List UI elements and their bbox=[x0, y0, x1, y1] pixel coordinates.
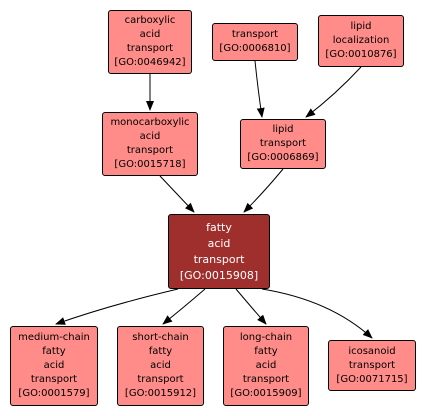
node-label-line: icosanoid bbox=[348, 345, 396, 357]
node-label-line: fatty bbox=[206, 220, 232, 234]
node-label-line: acid bbox=[139, 29, 161, 40]
node-label-line: [GO:0015718] bbox=[114, 159, 186, 170]
node-label-line: short-chain bbox=[132, 332, 189, 343]
node-label-line: [GO:0015912] bbox=[124, 388, 197, 399]
node-long[interactable]: long-chain fatty acid transport [GO:0015909] bbox=[223, 326, 309, 406]
node-lipid-loc[interactable]: lipid localization [GO:0010876] bbox=[318, 15, 404, 67]
node-label-line: [GO:0046942] bbox=[114, 57, 186, 68]
node-label-line: acid bbox=[43, 360, 65, 371]
node-monocarboxylic[interactable]: monocarboxylic acid transport [GO:0015718] bbox=[102, 112, 198, 176]
node-label-line: transport bbox=[193, 252, 245, 266]
node-label-line: fatty bbox=[42, 346, 66, 357]
node-label-line: fatty bbox=[254, 346, 278, 357]
node-carboxylic[interactable]: carboxylic acid transport [GO:0046942] bbox=[108, 10, 192, 74]
node-lipid-transport[interactable]: lipid transport [GO:0006869] bbox=[240, 119, 326, 169]
node-label-line: transport bbox=[137, 374, 184, 385]
node-label-line: transport bbox=[231, 29, 279, 40]
edge-fatty-to-icosanoid bbox=[261, 288, 373, 339]
node-label-line: [GO:0071715] bbox=[336, 373, 408, 385]
node-label-line: transport bbox=[348, 359, 396, 371]
edge-fatty-to-short bbox=[162, 288, 206, 325]
node-label-line: acid bbox=[150, 360, 171, 371]
node-label-line: transport bbox=[259, 138, 307, 149]
node-label-line: lipid bbox=[350, 21, 372, 32]
node-label-line: lipid bbox=[272, 124, 294, 135]
node-label-line: transport bbox=[126, 43, 174, 54]
node-label-line: acid bbox=[139, 131, 161, 142]
node-label-line: acid bbox=[207, 236, 231, 250]
edge-lipid-loc-to-lipid-transport bbox=[305, 66, 362, 118]
node-short[interactable]: short-chain fatty acid transport [GO:0015912… bbox=[117, 326, 204, 406]
node-label-line: [GO:0015909] bbox=[230, 388, 302, 399]
node-label-line: localization bbox=[332, 35, 390, 46]
edge-transport-to-lipid-transport bbox=[254, 60, 265, 118]
node-transport[interactable]: transport [GO:0006810] bbox=[212, 23, 298, 61]
node-label-line: [GO:0001579] bbox=[18, 388, 90, 399]
node-icosanoid[interactable]: icosanoid transport [GO:0071715] bbox=[328, 340, 416, 391]
node-label-line: [GO:0006810] bbox=[219, 43, 291, 54]
edge-monocarboxylic-to-fatty bbox=[159, 175, 195, 213]
node-label-line: transport bbox=[126, 145, 174, 156]
node-label-line: fatty bbox=[148, 346, 173, 357]
node-label-line: transport bbox=[30, 374, 78, 385]
node-label-line: [GO:0010876] bbox=[325, 49, 397, 60]
edge-fatty-to-medium bbox=[55, 288, 179, 325]
node-label-line: [GO:0015908] bbox=[179, 268, 259, 282]
node-label-line: monocarboxylic bbox=[110, 117, 190, 128]
node-label-line: acid bbox=[255, 360, 277, 371]
node-medium[interactable]: medium-chain fatty acid transport [GO:000157… bbox=[10, 326, 98, 406]
node-fatty[interactable]: fatty acid transport [GO:0015908] bbox=[168, 214, 270, 289]
edge-lipid-transport-to-fatty bbox=[243, 168, 284, 213]
node-label-line: carboxylic bbox=[124, 15, 176, 26]
edge-fatty-to-long bbox=[235, 288, 267, 325]
node-label-line: long-chain bbox=[239, 332, 293, 343]
node-label-line: transport bbox=[242, 374, 290, 385]
node-label-line: [GO:0006869] bbox=[247, 152, 319, 163]
node-label-line: medium-chain bbox=[18, 332, 90, 343]
